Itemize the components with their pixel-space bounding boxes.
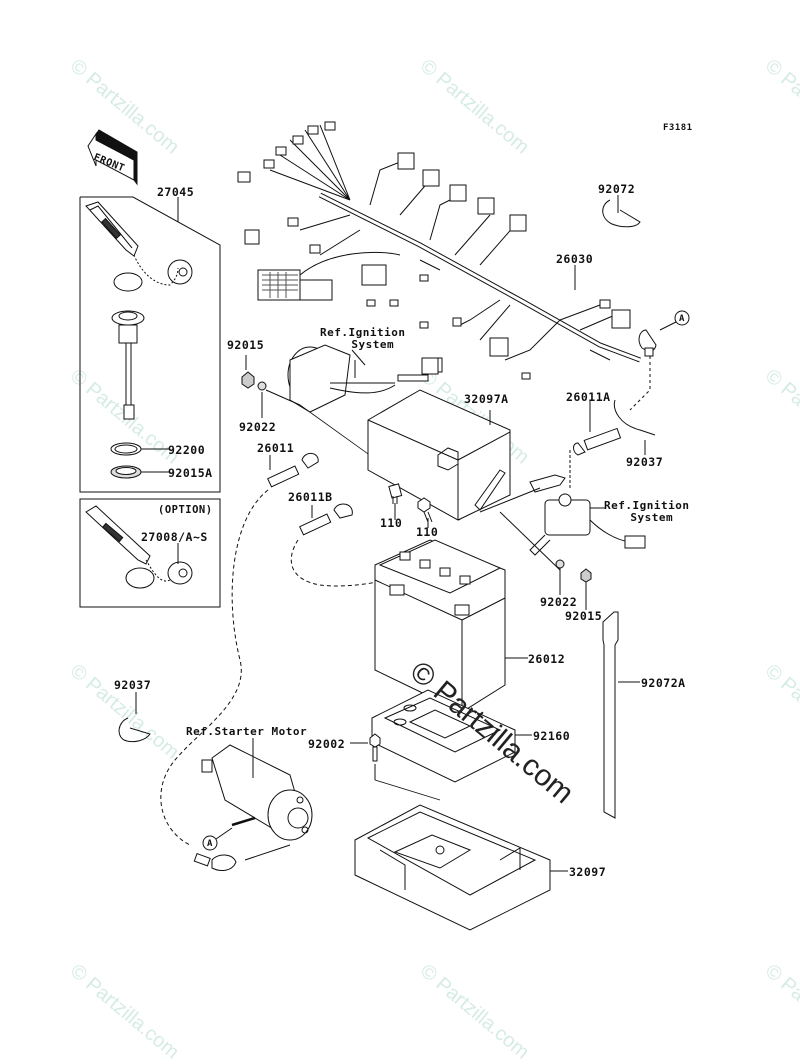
part-label-110-a[interactable]: 110 <box>380 516 403 530</box>
part-label-92037-right[interactable]: 92037 <box>626 455 664 469</box>
cable-26011B <box>300 504 353 535</box>
ref-ignition-line1: Ref.Ignition <box>604 499 690 512</box>
bolt-110-b <box>418 498 432 522</box>
cable-26011A <box>574 400 621 455</box>
option-label: (OPTION) <box>158 504 213 516</box>
ref-ignition-line1: Ref.Ignition <box>320 326 406 339</box>
part-label-26011[interactable]: 26011 <box>257 441 295 455</box>
battery-cover-32097A <box>368 390 510 520</box>
part-label-27008[interactable]: 27008/A~S <box>141 530 208 544</box>
ref-starter-motor[interactable]: Ref.Starter Motor <box>186 725 308 738</box>
bolt-92002 <box>370 734 380 761</box>
wire-harness-26030 <box>238 122 640 379</box>
option-lanyard-drawing <box>86 506 192 588</box>
washer-92022 <box>258 382 266 390</box>
callout-a-top <box>675 311 689 325</box>
battery-case-32097 <box>355 805 550 930</box>
part-label-110-b[interactable]: 110 <box>416 525 439 539</box>
ref-ignition-line2: System <box>351 338 395 351</box>
cable-26011 <box>268 453 318 486</box>
part-label-26012[interactable]: 26012 <box>528 652 566 666</box>
washer-92022-bottom <box>556 560 564 568</box>
front-arrow-icon <box>88 130 137 184</box>
part-label-92037-left[interactable]: 92037 <box>114 678 152 692</box>
starter-motor <box>202 745 312 840</box>
part-label-26011A[interactable]: 26011A <box>566 390 611 404</box>
part-label-32097A[interactable]: 32097A <box>464 392 509 406</box>
band-92072 <box>603 200 640 227</box>
band-92037-right <box>614 400 655 435</box>
bolt-110-a <box>389 484 402 504</box>
part-label-27045[interactable]: 27045 <box>157 185 195 199</box>
callout-a-bottom-label: A <box>207 839 213 849</box>
part-label-92072A[interactable]: 92072A <box>641 676 686 690</box>
callout-a-top-label: A <box>679 314 685 324</box>
strap-92072A <box>603 612 618 818</box>
figure-code: F3181 <box>663 123 693 133</box>
cover-drawing-left <box>288 345 438 412</box>
part-label-92200[interactable]: 92200 <box>168 443 206 457</box>
part-label-92022-top[interactable]: 92022 <box>239 420 277 434</box>
nut-92015-bottom <box>581 569 591 582</box>
part-label-92015-bottom[interactable]: 92015 <box>565 609 603 623</box>
lanyard-key-drawing <box>86 202 192 419</box>
ref-ignition-system-top[interactable]: Ref.Ignition System <box>320 327 405 351</box>
part-label-26011B[interactable]: 26011B <box>288 490 333 504</box>
part-label-92015A[interactable]: 92015A <box>168 466 213 480</box>
band-92037-left <box>119 718 150 742</box>
part-label-92002[interactable]: 92002 <box>308 737 346 751</box>
part-label-92072[interactable]: 92072 <box>598 182 636 196</box>
ref-ignition-line2: System <box>630 511 674 524</box>
battery-26012 <box>375 540 505 712</box>
starter-relay <box>530 475 645 555</box>
option-box <box>80 499 220 607</box>
nut-92015 <box>242 372 254 388</box>
part-label-32097[interactable]: 32097 <box>569 865 607 879</box>
part-label-92015-top[interactable]: 92015 <box>227 338 265 352</box>
key-kit-box <box>80 197 220 492</box>
callout-a-bottom <box>203 836 217 850</box>
ref-ignition-system-right[interactable]: Ref.Ignition System <box>604 500 689 524</box>
part-label-26030[interactable]: 26030 <box>556 252 594 266</box>
part-label-92160[interactable]: 92160 <box>533 729 571 743</box>
part-label-92022-bottom[interactable]: 92022 <box>540 595 578 609</box>
